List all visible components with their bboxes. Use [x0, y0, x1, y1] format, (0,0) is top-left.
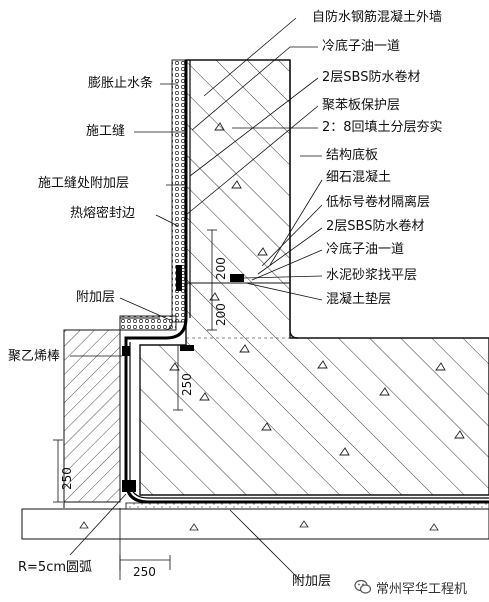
label-concrete-cushion: 混凝土垫层	[326, 292, 392, 307]
label-foam-protection: 聚苯板保护层	[322, 98, 401, 113]
leader-lines	[69, 17, 323, 581]
label-fine-concrete: 细石混凝土	[326, 170, 392, 185]
label-polyethylene-rod: 聚乙烯棒	[8, 349, 61, 364]
label-bottom-additional: 附加层	[292, 574, 332, 589]
label-additional-layer: 附加层	[76, 290, 116, 305]
label-isolation-layer: 低标号卷材隔离层	[326, 195, 431, 210]
watermark-text: 常州罕华工程机	[376, 581, 468, 597]
concrete-cushion	[21, 508, 489, 540]
label-backfill: 2：8回填土分层夯实	[322, 120, 443, 135]
dim-200-lower: 200	[214, 303, 228, 326]
label-leveling-layer: 水泥砂浆找平层	[326, 268, 418, 283]
membrane-additional-marks	[122, 265, 244, 492]
wechat-icon	[354, 579, 372, 594]
label-hot-seal: 热熔密封边	[70, 206, 136, 221]
label-radius: R=5cm圆弧	[18, 560, 93, 575]
label-construction-joint: 施工缝	[86, 124, 126, 139]
aggregate-marks	[169, 122, 465, 456]
label-sbs-membrane-floor: 2层SBS防水卷材	[326, 219, 425, 234]
label-structural-slab: 结构底板	[326, 148, 379, 163]
dim-250-left: 250	[60, 467, 74, 490]
dim-250-upper: 250	[180, 373, 194, 396]
dim-200-upper: 200	[214, 257, 228, 280]
label-swell-strip: 膨胀止水条	[88, 76, 154, 91]
sbs-membrane	[124, 60, 489, 504]
label-joint-additional: 施工缝处附加层	[38, 176, 130, 191]
watermark: 常州罕华工程机	[350, 576, 472, 598]
dimension-lines	[53, 229, 217, 580]
label-self-waterproof-wall: 自防水钢筋混凝土外墙	[312, 10, 443, 25]
leveling-layer	[125, 502, 489, 510]
protective-brick-wall	[63, 329, 121, 503]
dim-250-bottom: 250	[133, 565, 156, 579]
label-sbs-membrane-wall: 2层SBS防水卷材	[322, 70, 421, 85]
label-cold-primer-floor: 冷底子油一道	[326, 242, 405, 257]
label-cold-primer-wall: 冷底子油一道	[322, 39, 401, 54]
